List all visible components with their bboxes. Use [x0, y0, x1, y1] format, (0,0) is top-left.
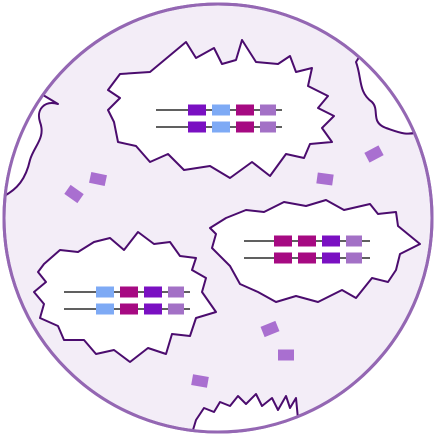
cell-left-chromosome [64, 286, 190, 315]
dna-fragments [64, 145, 384, 388]
gene-block-light-blue [96, 286, 114, 298]
dna-fragment-icon [316, 172, 334, 186]
dna-fragment-icon [89, 171, 107, 187]
gene-block-violet [322, 252, 340, 264]
gene-block-magenta [236, 104, 254, 116]
gene-block-lavender [346, 235, 362, 247]
gene-block-magenta [274, 252, 292, 264]
gene-block-magenta [120, 286, 138, 298]
gene-block-violet [144, 286, 162, 298]
gene-blocks [64, 104, 370, 315]
gene-block-lavender [346, 252, 362, 264]
gene-block-light-blue [96, 303, 114, 315]
gene-block-magenta [274, 235, 292, 247]
cell-right-chromosome [244, 235, 370, 264]
cell-right [209, 199, 421, 303]
dna-fragment-icon [64, 184, 84, 204]
gene-block-light-blue [212, 121, 230, 133]
dna-fragment-icon [364, 145, 384, 163]
gene-block-lavender [168, 303, 184, 315]
gene-block-lavender [168, 286, 184, 298]
gene-block-violet [188, 104, 206, 116]
gene-block-lavender [260, 121, 276, 133]
dna-fragment-icon [278, 349, 294, 361]
gene-block-lavender [260, 104, 276, 116]
dna-fragment-icon [191, 374, 209, 388]
gene-block-violet [144, 303, 162, 315]
gene-block-magenta [298, 252, 316, 264]
dna-fragment-icon [260, 320, 280, 338]
gene-block-light-blue [212, 104, 230, 116]
gene-block-violet [188, 121, 206, 133]
gene-block-magenta [120, 303, 138, 315]
gene-block-magenta [236, 121, 254, 133]
gene-block-violet [322, 235, 340, 247]
cell-top-chromosome [156, 104, 282, 133]
gene-block-magenta [298, 235, 316, 247]
